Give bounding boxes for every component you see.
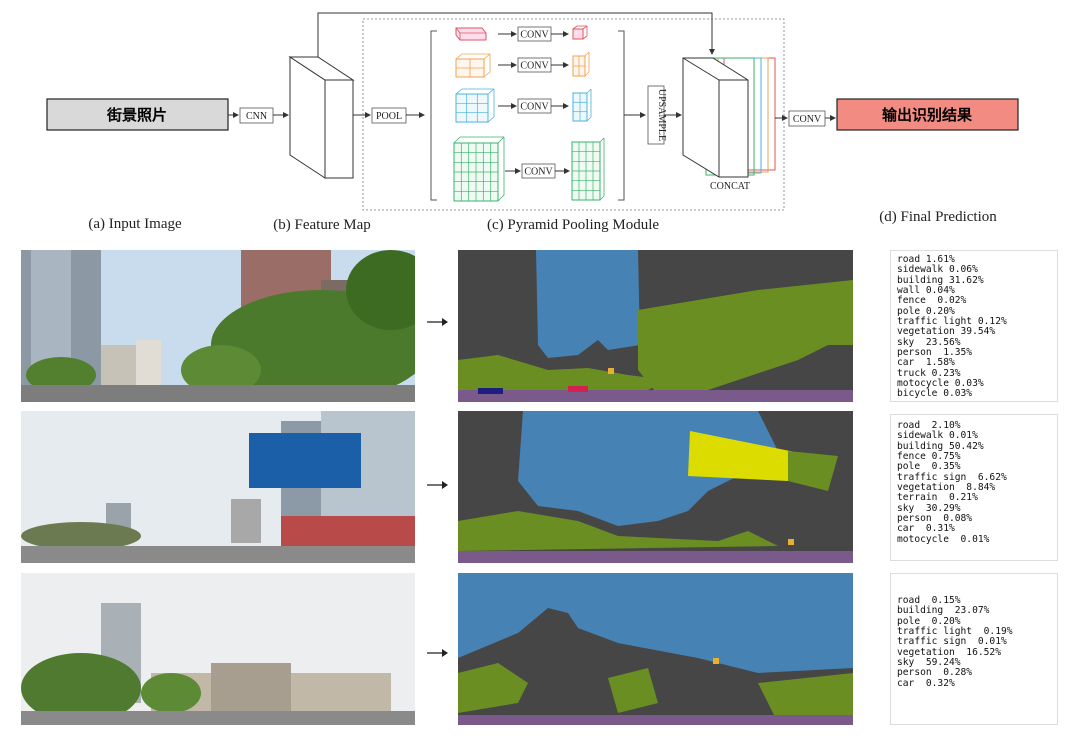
output-label: 输出识别结果 <box>882 106 973 124</box>
example-row-1: road 1.61%sidewalk 0.06%building 31.62%w… <box>0 250 1080 402</box>
feature-map-block <box>288 56 355 179</box>
prediction-item: vegetation 8.84% <box>897 482 996 494</box>
conv-label-2: CONV <box>520 61 549 72</box>
prediction-item: building 31.62% <box>897 274 984 286</box>
segmentation-map-3 <box>458 573 853 725</box>
street-photo-2 <box>21 411 415 563</box>
prediction-item: road 0.15% <box>897 595 961 606</box>
conv-label-1: CONV <box>520 30 549 41</box>
prediction-item: traffic sign 6.62% <box>897 471 1007 483</box>
segmentation-map-1 <box>458 250 853 402</box>
prediction-item: wall 0.04% <box>897 285 955 297</box>
prediction-item: building 50.42% <box>897 440 984 452</box>
caption-input-image: (a) Input Image <box>88 216 182 232</box>
prediction-item: person 1.35% <box>897 347 973 359</box>
pyramid-branch-red: CONV <box>455 25 588 42</box>
caption-final-prediction: (d) Final Prediction <box>879 209 997 225</box>
prediction-item: person 0.08% <box>897 513 973 525</box>
pyramid-branch-blue: CONV <box>455 88 592 123</box>
prediction-item: truck 0.23% <box>897 367 961 379</box>
prediction-item: traffic sign 0.01% <box>897 636 1007 648</box>
upsample-label: UPSAMPLE <box>656 89 667 141</box>
prediction-list-2: road 2.10%sidewalk 0.01%building 50.42%f… <box>890 414 1058 561</box>
concat-stack <box>682 57 776 178</box>
prediction-item: bicycle 0.03% <box>897 388 973 400</box>
prediction-list-1: road 1.61%sidewalk 0.06%building 31.62%w… <box>890 250 1058 402</box>
prediction-item: sky 23.56% <box>897 336 961 348</box>
prediction-item: person 0.28% <box>897 667 973 679</box>
cnn-label: CNN <box>246 111 267 122</box>
street-photo-3 <box>21 573 415 725</box>
pspnet-diagram: 街景照片 CNN POOL CONV <box>46 12 1019 233</box>
prediction-item: fence 0.02% <box>897 295 967 307</box>
example-row-3: road 0.15%building 23.07%pole 0.20%traff… <box>0 573 1080 725</box>
prediction-item: terrain 0.21% <box>897 492 978 504</box>
output-box <box>836 98 1019 131</box>
prediction-item: motocycle 0.01% <box>897 533 990 545</box>
prediction-item: sky 30.29% <box>897 502 961 514</box>
input-box <box>46 98 229 131</box>
street-photo-1 <box>21 250 415 402</box>
input-label: 街景照片 <box>106 106 167 124</box>
prediction-item: building 23.07% <box>897 605 990 617</box>
prediction-item: fence 0.75% <box>897 451 961 463</box>
prediction-item: pole 0.20% <box>897 615 961 627</box>
prediction-item: vegetation 39.54% <box>897 326 996 338</box>
prediction-item: pole 0.35% <box>897 461 961 473</box>
prediction-list-3: road 0.15%building 23.07%pole 0.20%traff… <box>890 573 1058 725</box>
pyramid-pooling-frame <box>362 18 785 211</box>
prediction-item: traffic light 0.19% <box>897 626 1013 638</box>
prediction-item: sidewalk 0.01% <box>897 430 978 442</box>
row-arrow-2 <box>427 481 448 489</box>
conv-label-3: CONV <box>520 102 549 113</box>
pyramid-branch-orange: CONV <box>455 51 590 78</box>
prediction-item: motocycle 0.03% <box>897 378 984 390</box>
prediction-item: car 1.58% <box>897 357 955 369</box>
skip-connection <box>317 12 715 57</box>
prediction-item: sky 59.24% <box>897 657 961 669</box>
row-arrow-1 <box>427 318 448 326</box>
prediction-item: road 1.61% <box>897 254 955 265</box>
prediction-item: road 2.10% <box>897 420 961 431</box>
prediction-item: vegetation 16.52% <box>897 646 1001 658</box>
prediction-item: car 0.32% <box>897 677 955 689</box>
prediction-item: pole 0.20% <box>897 305 955 317</box>
prediction-item: sidewalk 0.06% <box>897 264 978 276</box>
caption-pyramid-pooling: (c) Pyramid Pooling Module <box>487 217 659 233</box>
pyramid-branch-green: CONV <box>453 136 605 202</box>
caption-feature-map: (b) Feature Map <box>273 217 370 233</box>
pool-label: POOL <box>376 111 402 122</box>
row-arrow-3 <box>427 649 448 657</box>
concat-label: CONCAT <box>710 181 750 192</box>
conv-label-4: CONV <box>524 167 553 178</box>
segmentation-map-2 <box>458 411 853 563</box>
prediction-item: traffic light 0.12% <box>897 316 1007 328</box>
example-row-2: road 2.10%sidewalk 0.01%building 50.42%f… <box>0 411 1080 563</box>
final-conv-label: CONV <box>793 114 822 125</box>
prediction-item: car 0.31% <box>897 523 955 535</box>
